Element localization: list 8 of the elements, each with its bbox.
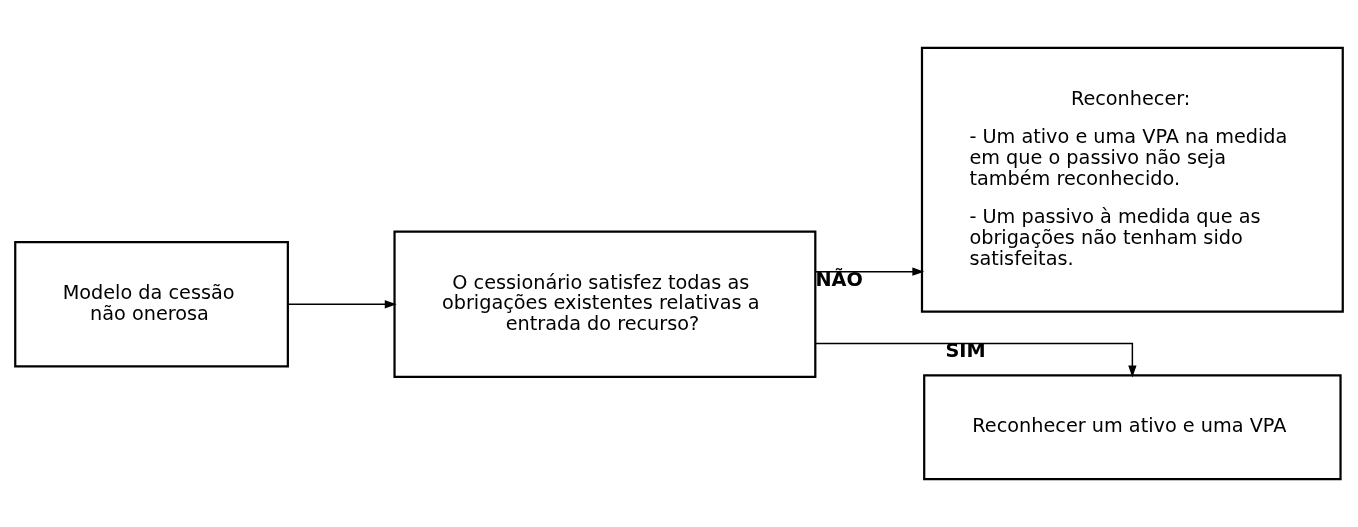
node-box: Reconhecer um ativo e uma VPA	[923, 374, 1342, 481]
edge-label: NÃO	[815, 267, 863, 291]
node-box: Modelo da cessão não onerosa	[14, 240, 289, 368]
node-box: Reconhecer: - Um ativo e uma VPA na medida em que o passivo não seja também reconhecido. - Um passivo à medida que as obrigações não tenham sido satisfeitas.	[920, 46, 1344, 313]
node-box: O cessionário satisfez todas as obrigações existentes relativas a entrada do recurso?	[393, 230, 817, 378]
arrow	[287, 300, 397, 309]
arrow	[814, 342, 1137, 378]
arrow	[814, 267, 925, 276]
